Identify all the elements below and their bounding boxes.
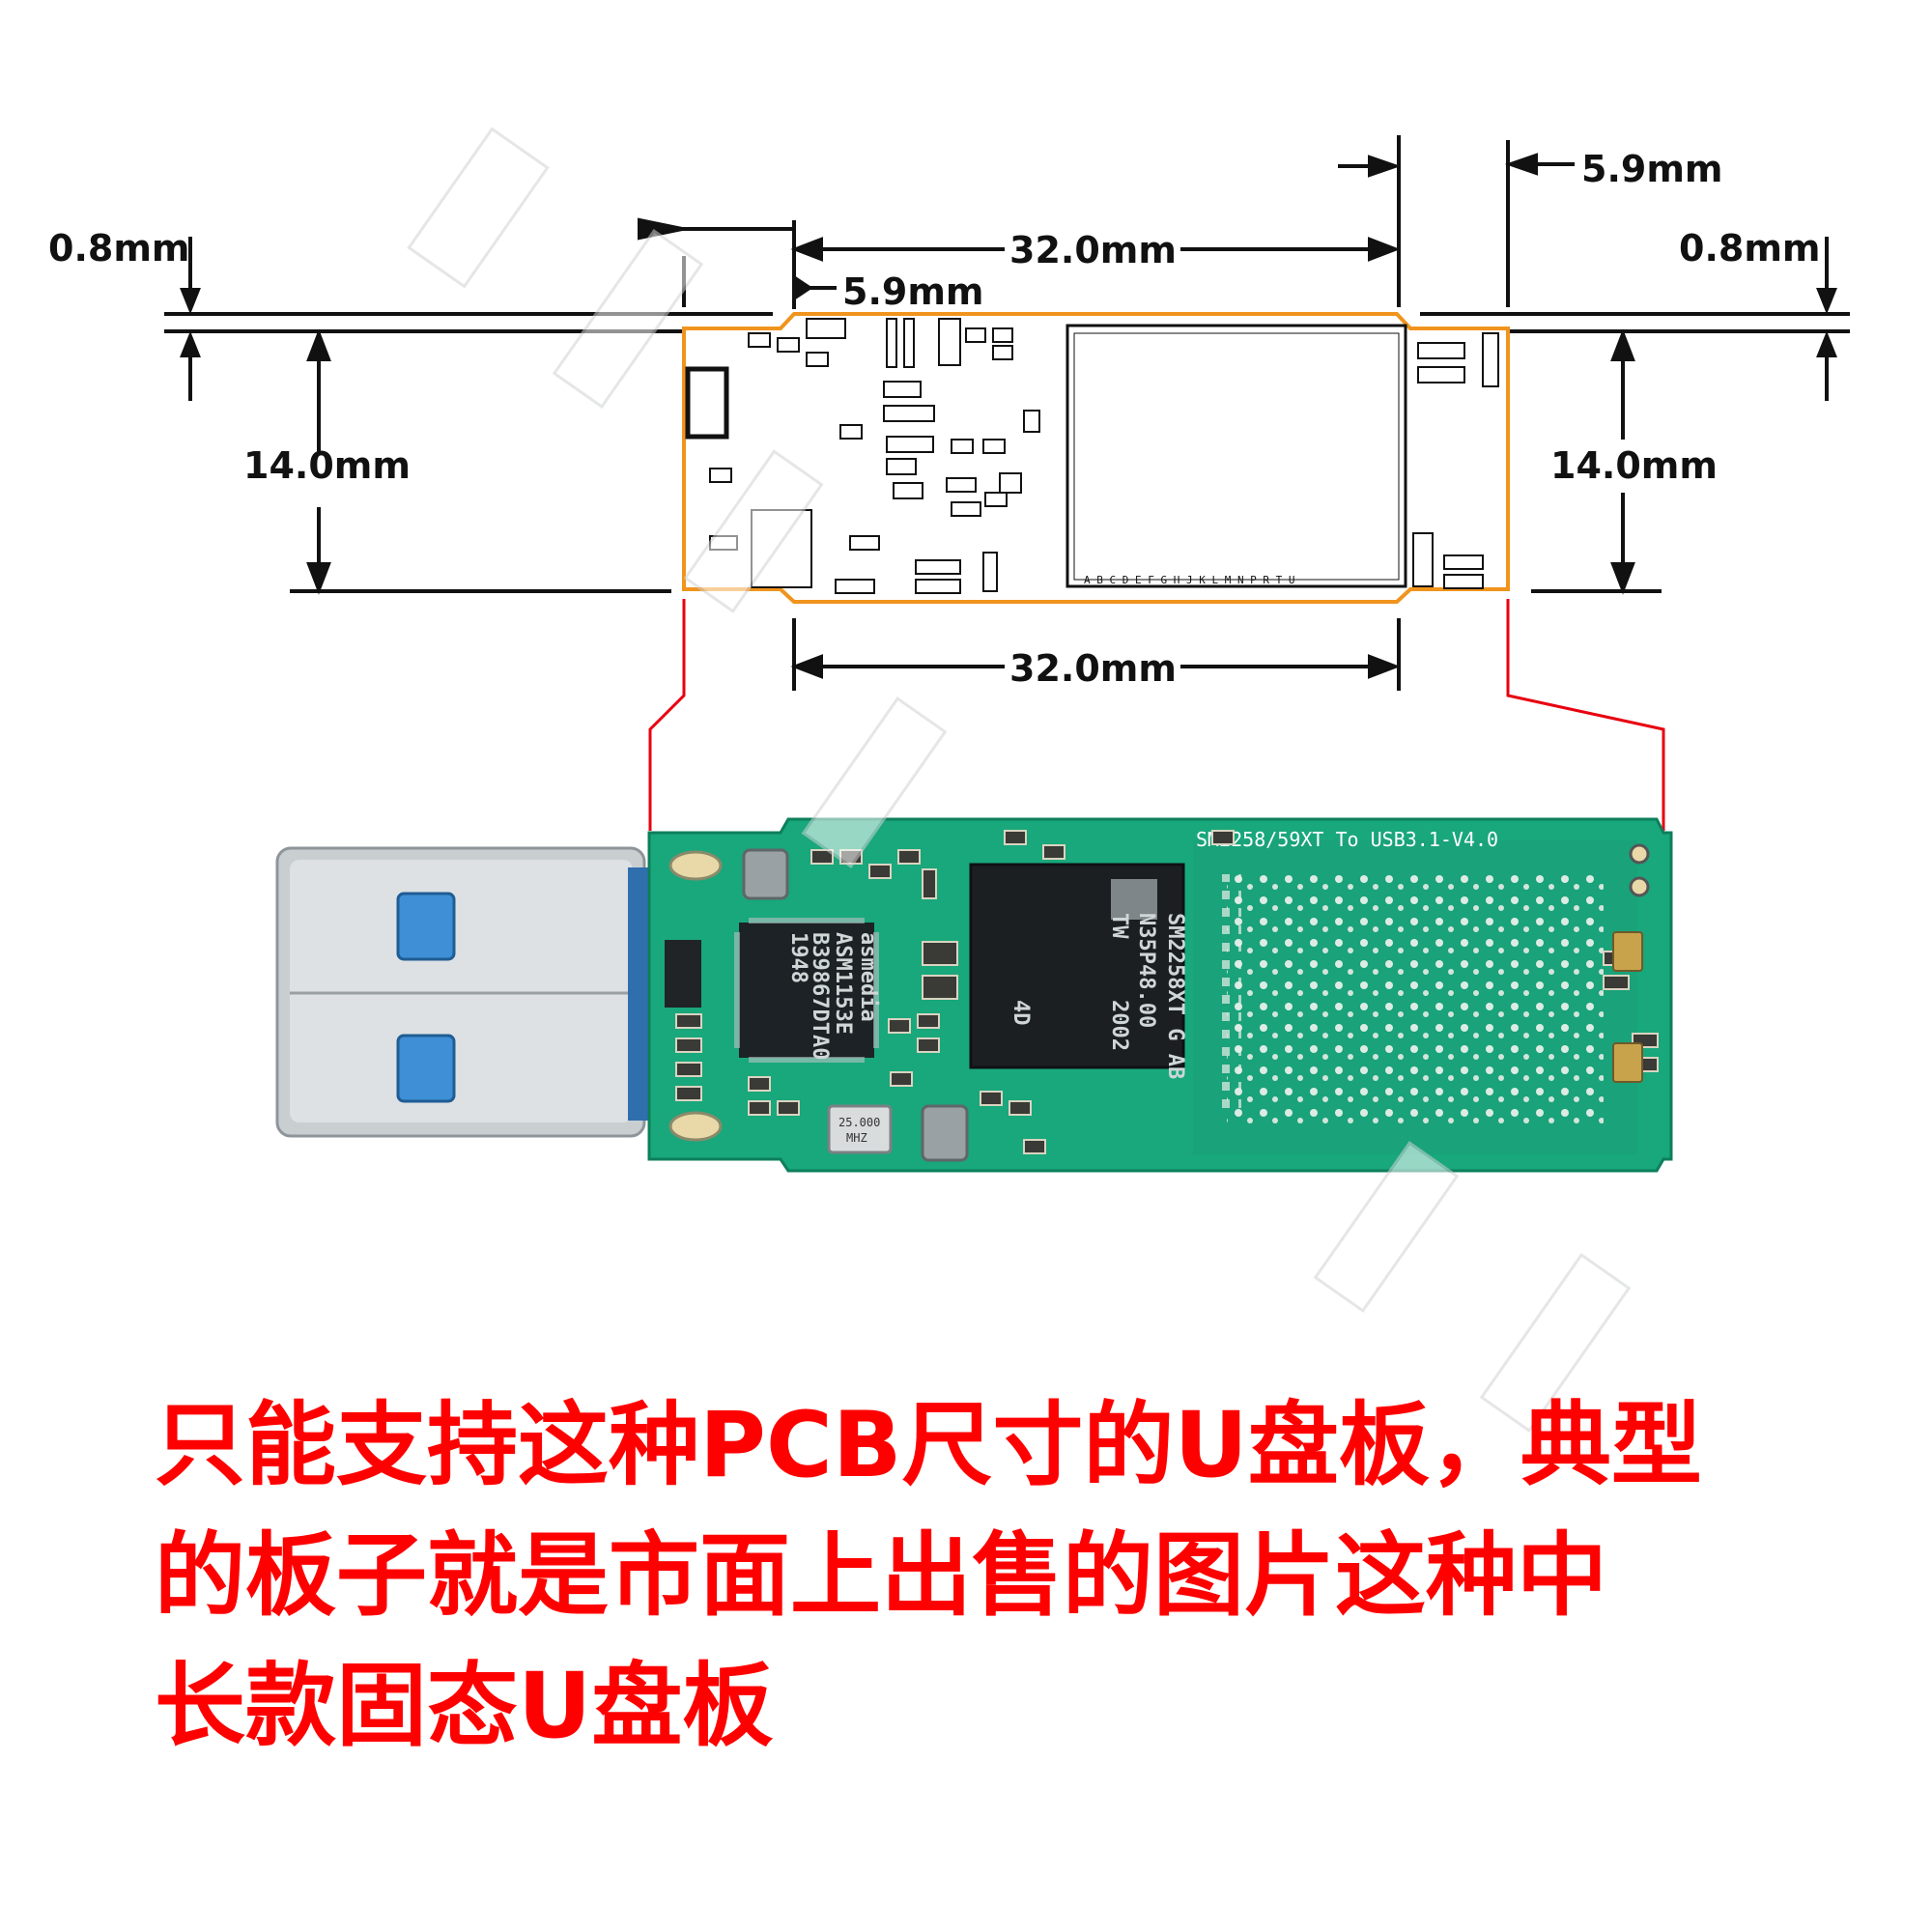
- dim-right-offset: 5.9mm: [1581, 148, 1723, 190]
- small-ic: [665, 940, 701, 1008]
- dim-top-length: 32.0mm: [1009, 229, 1177, 271]
- controller-chip-origin: TW: [1107, 913, 1131, 939]
- dim-right-thickness: 0.8mm: [1679, 227, 1821, 270]
- nand-footprint: [1065, 324, 1407, 588]
- pcb-outline-drawing: A B C D E F G H J K L M N P R T U: [682, 312, 1510, 604]
- pcb-silkscreen-label: SM2258/59XT To USB3.1-V4.0: [1196, 828, 1498, 851]
- controller-chip-model: SM2258XT G AB: [1163, 913, 1187, 1079]
- bridge-chip: [739, 923, 874, 1058]
- controller-chip-code: N35P48.00: [1134, 913, 1158, 1028]
- caption-line-3: 长款固态U盘板: [155, 1654, 774, 1759]
- caption-line-1: 只能支持这种PCB尺寸的U盘板，典型: [155, 1393, 1702, 1498]
- usb-contact-window: [396, 1034, 456, 1103]
- leader-lines: [648, 599, 1665, 831]
- crystal-oscillator: [827, 1104, 893, 1154]
- dim-left-thickness: 0.8mm: [48, 227, 190, 270]
- crystal-frequency: 25.000: [838, 1116, 880, 1129]
- usb-board-photo: SM2258/59XT To USB3.1-V4.0 asmedia ASM11…: [275, 817, 1673, 1173]
- nand-row-labels: A B C D E F G H J K L M N P R T U: [1084, 574, 1295, 586]
- dim-left-width: 14.0mm: [243, 444, 411, 487]
- pcb-outline: [682, 312, 1510, 604]
- dimension-labels: 0.8mm 5.9mm 14.0mm 32.0mm 5.9mm 0.8mm 14…: [48, 148, 1821, 690]
- bridge-chip-code: B39867DTA0: [808, 932, 832, 1060]
- bridge-chip-model: ASM1153E: [831, 932, 855, 1035]
- dim-left-offset: 5.9mm: [842, 270, 984, 313]
- technical-drawing: [164, 135, 1850, 691]
- controller-chip-date: 2002: [1107, 1000, 1131, 1051]
- dim-bottom-length: 32.0mm: [1009, 647, 1177, 690]
- watermark: [407, 127, 1632, 1434]
- usb-contact-window: [396, 892, 456, 961]
- bridge-chip-brand: asmedia: [856, 932, 880, 1022]
- caption-line-2: 的板子就是市面上出售的图片这种中: [155, 1523, 1608, 1629]
- crystal-unit: MHZ: [846, 1131, 867, 1145]
- dim-right-width: 14.0mm: [1550, 444, 1718, 487]
- bridge-chip-date: 1948: [786, 932, 810, 983]
- controller-chip-lot: 4D: [1009, 1000, 1033, 1026]
